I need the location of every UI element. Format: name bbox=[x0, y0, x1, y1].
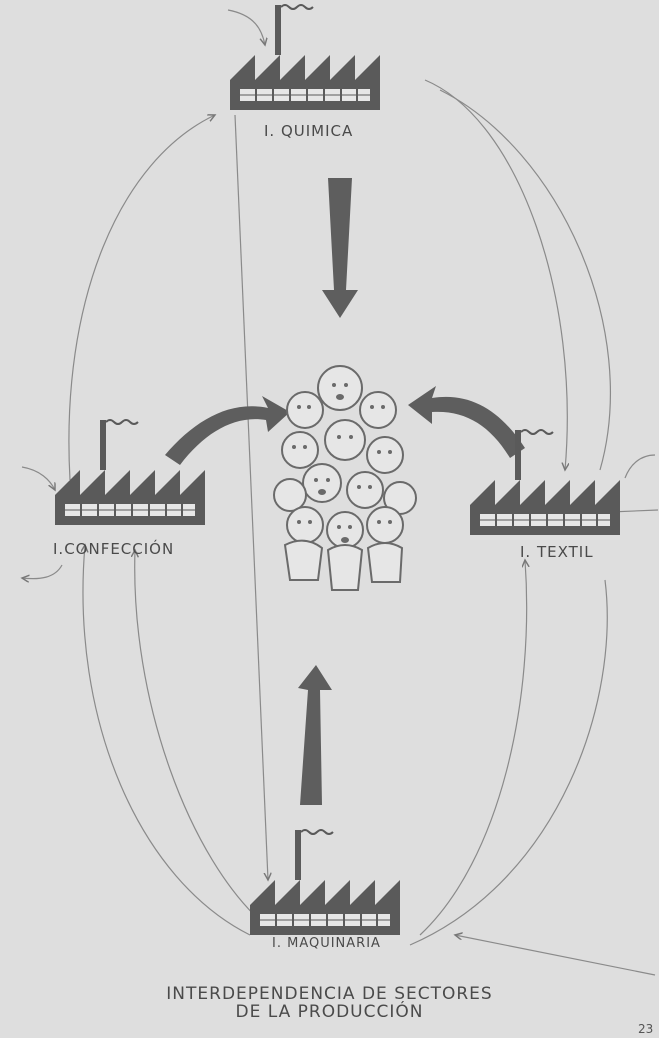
factory-maquinaria-icon bbox=[249, 829, 401, 936]
label-confeccion: I.CONFECCIÓN bbox=[53, 540, 175, 558]
caption: INTERDEPENDENCIA DE SECTORES DE LA PRODU… bbox=[0, 985, 659, 1021]
label-textil: I. TEXTIL bbox=[520, 543, 594, 561]
factory-textil-icon bbox=[469, 429, 621, 536]
factory-confeccion-icon bbox=[54, 419, 206, 526]
caption-line-1: INTERDEPENDENCIA DE SECTORES bbox=[166, 984, 493, 1004]
thick-arrows bbox=[165, 178, 525, 805]
label-quimica: I. QUIMICA bbox=[264, 122, 354, 140]
page-number: 23 bbox=[638, 1022, 654, 1036]
label-maquinaria: I. MAQUINARIA bbox=[272, 936, 381, 951]
crowd-illustration bbox=[273, 365, 417, 591]
caption-line-2: DE LA PRODUCCIÓN bbox=[235, 1002, 424, 1022]
